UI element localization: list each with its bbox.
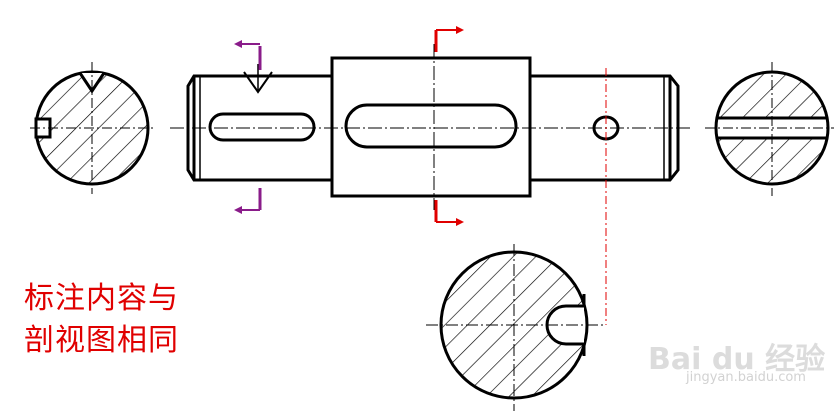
bottom-section-view xyxy=(426,244,606,411)
caption-line-1: 标注内容与 xyxy=(24,281,179,316)
left-section-view xyxy=(30,62,155,194)
shaft-main-view xyxy=(170,44,690,210)
middle-keyway-slot xyxy=(344,103,518,149)
cut-marker-purple xyxy=(234,40,262,214)
left-keyway-slot xyxy=(208,112,316,142)
caption-line-2: 剖视图相同 xyxy=(24,323,179,358)
cut-marker-red xyxy=(434,26,464,226)
middle-section xyxy=(330,56,532,198)
right-section-view xyxy=(705,62,834,196)
watermark-url: jingyan.baidu.com xyxy=(686,370,806,385)
watermark-brand: Bai du 经验 xyxy=(648,342,826,377)
